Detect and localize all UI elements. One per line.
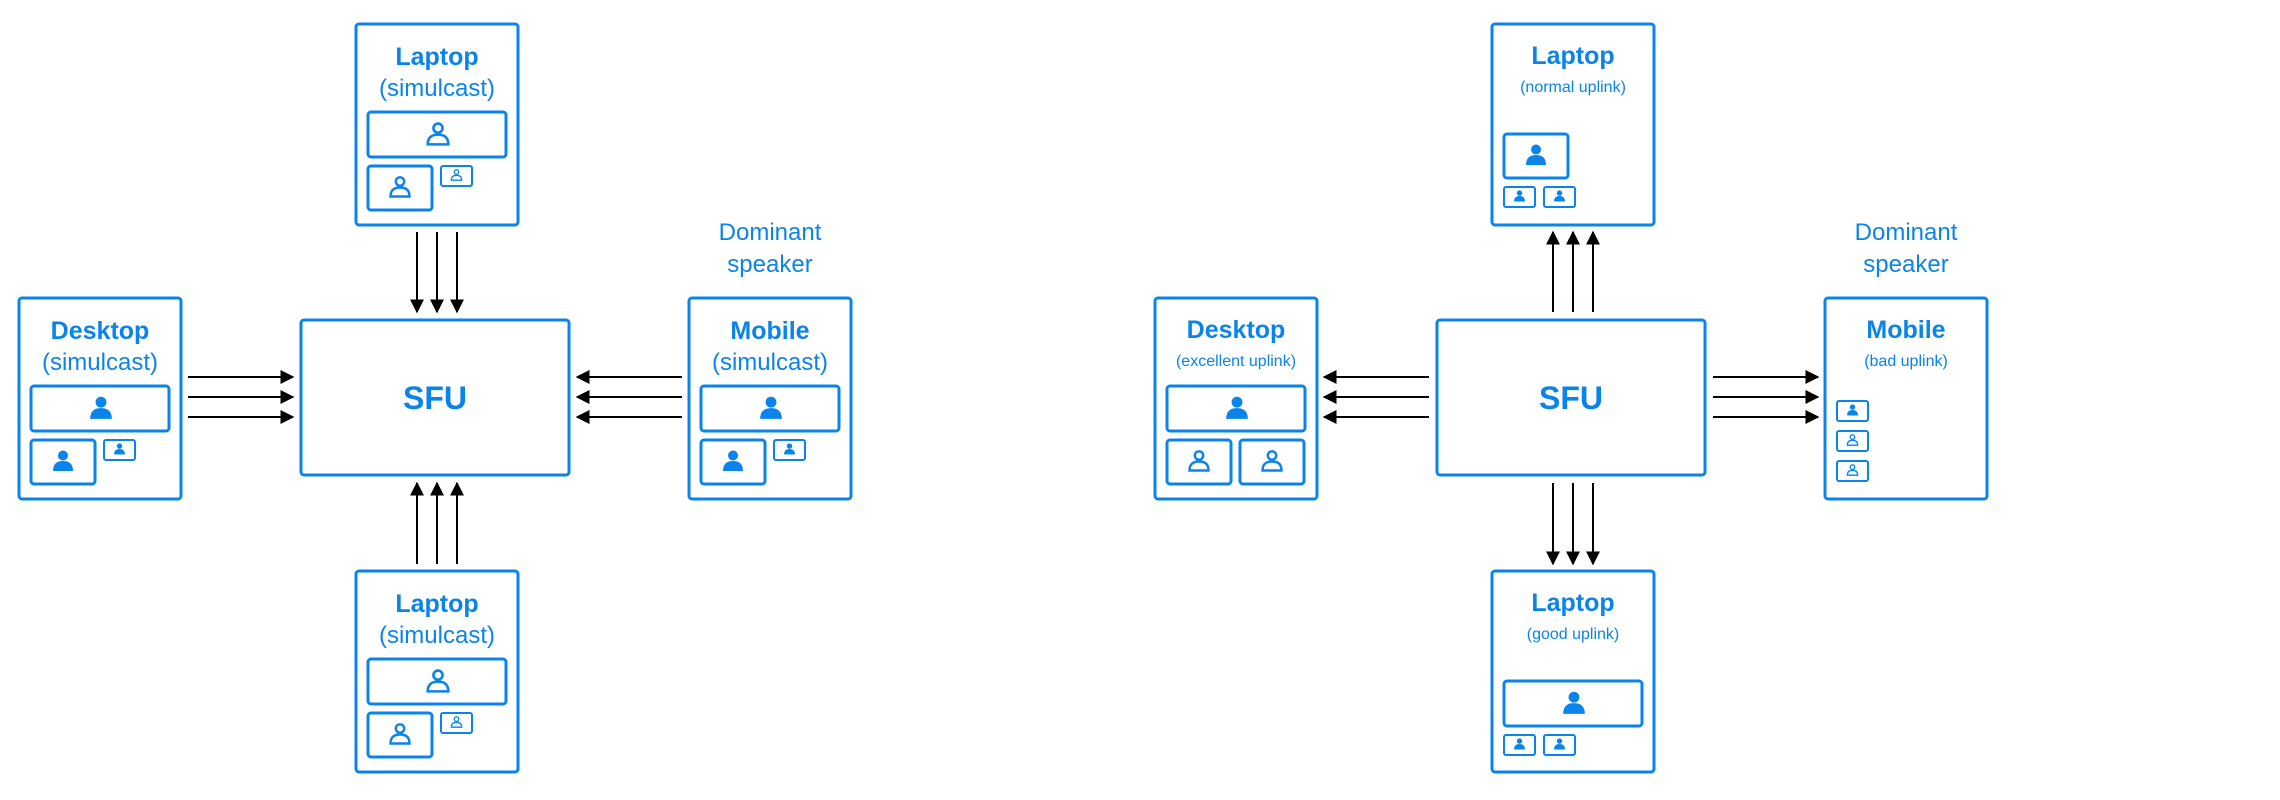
device-subtitle: (simulcast) bbox=[42, 349, 158, 376]
device-title: Mobile bbox=[730, 317, 809, 345]
device-title: Laptop bbox=[1531, 42, 1614, 70]
sfu-label: SFU bbox=[1539, 380, 1603, 416]
arrows-sfu-to-top bbox=[1546, 230, 1600, 312]
device-title: Laptop bbox=[395, 590, 478, 618]
device-laptop-top: Laptop (simulcast) bbox=[354, 22, 520, 227]
device-title: Laptop bbox=[395, 43, 478, 71]
sfu-label: SFU bbox=[403, 380, 467, 416]
device-mobile: Mobile (bad uplink) bbox=[1823, 296, 1989, 501]
device-title: Laptop bbox=[1531, 589, 1614, 617]
arrows-sfu-to-desktop bbox=[1322, 370, 1429, 424]
device-subtitle: (bad uplink) bbox=[1864, 353, 1948, 370]
video-tile-small bbox=[440, 165, 473, 187]
device-subtitle: (good uplink) bbox=[1527, 626, 1620, 643]
video-tile-small bbox=[440, 712, 473, 734]
device-subtitle: (simulcast) bbox=[379, 622, 495, 649]
device-title: Desktop bbox=[1187, 316, 1286, 344]
dominant-speaker-label: speaker bbox=[1863, 251, 1948, 278]
device-laptop-top: Laptop (normal uplink) bbox=[1490, 22, 1656, 227]
dominant-speaker-label: Dominant bbox=[719, 219, 822, 246]
device-title: Mobile bbox=[1866, 316, 1945, 344]
device-laptop-bottom: Laptop (simulcast) bbox=[354, 569, 520, 774]
device-subtitle: (excellent uplink) bbox=[1176, 353, 1296, 370]
dominant-speaker-label: Dominant bbox=[1855, 219, 1958, 246]
device-title: Desktop bbox=[51, 317, 150, 345]
left-diagram: SFU Laptop (simulcast) Laptop (simulcast… bbox=[17, 22, 853, 774]
arrows-sfu-to-bottom bbox=[1546, 483, 1600, 566]
sfu-box bbox=[1435, 318, 1707, 477]
video-tile-small bbox=[1836, 460, 1869, 482]
right-diagram: SFU Laptop (normal uplink) Laptop (good … bbox=[1153, 22, 1989, 774]
sfu-box bbox=[299, 318, 571, 477]
arrows-sfu-to-mobile bbox=[1713, 370, 1820, 424]
device-subtitle: (simulcast) bbox=[712, 349, 828, 376]
device-desktop: Desktop (simulcast) bbox=[17, 296, 183, 501]
device-subtitle: (normal uplink) bbox=[1520, 79, 1626, 96]
video-tile-small bbox=[1836, 430, 1869, 452]
arrows-desktop-to-sfu bbox=[188, 370, 295, 424]
device-desktop: Desktop (excellent uplink) bbox=[1153, 296, 1319, 501]
dominant-speaker-label: speaker bbox=[727, 251, 812, 278]
arrows-mobile-to-sfu bbox=[575, 370, 682, 424]
device-mobile: Mobile (simulcast) bbox=[687, 296, 853, 501]
arrows-bottom-to-sfu bbox=[410, 481, 464, 564]
device-subtitle: (simulcast) bbox=[379, 75, 495, 102]
arrows-top-to-sfu bbox=[410, 232, 464, 314]
device-laptop-bottom: Laptop (good uplink) bbox=[1490, 569, 1656, 774]
